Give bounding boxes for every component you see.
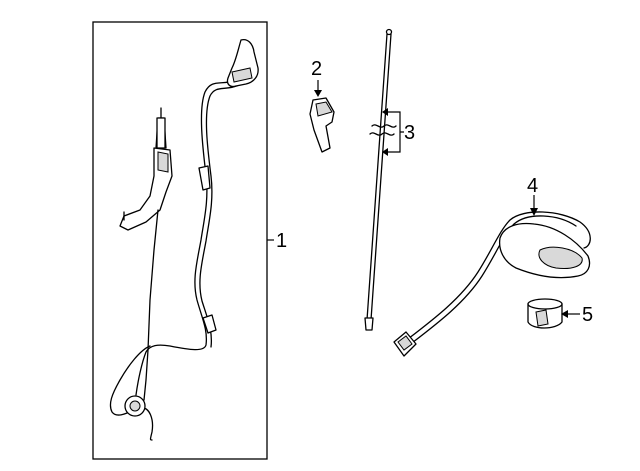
part-5-nut: 5 (527, 298, 593, 329)
part-3-antenna-mast: 3 (364, 28, 415, 331)
part-1-frame (92, 21, 268, 460)
part-1-lower-clip (202, 314, 217, 334)
part-1-cable (135, 79, 237, 396)
part-4-antenna-base: 4 (393, 175, 591, 357)
part-1-cable-assembly: 1 (92, 21, 287, 460)
part-1-bottom-loop (109, 345, 154, 441)
callout-2: 2 (311, 58, 322, 80)
part-2-bracket: 2 (309, 58, 335, 153)
callout-3: 3 (404, 122, 415, 144)
callout-5: 5 (582, 304, 593, 326)
callout-1: 1 (276, 230, 287, 252)
part-1-lead-wire (143, 209, 159, 401)
part-1-mid-clip (198, 165, 211, 191)
callout-4: 4 (527, 175, 538, 197)
